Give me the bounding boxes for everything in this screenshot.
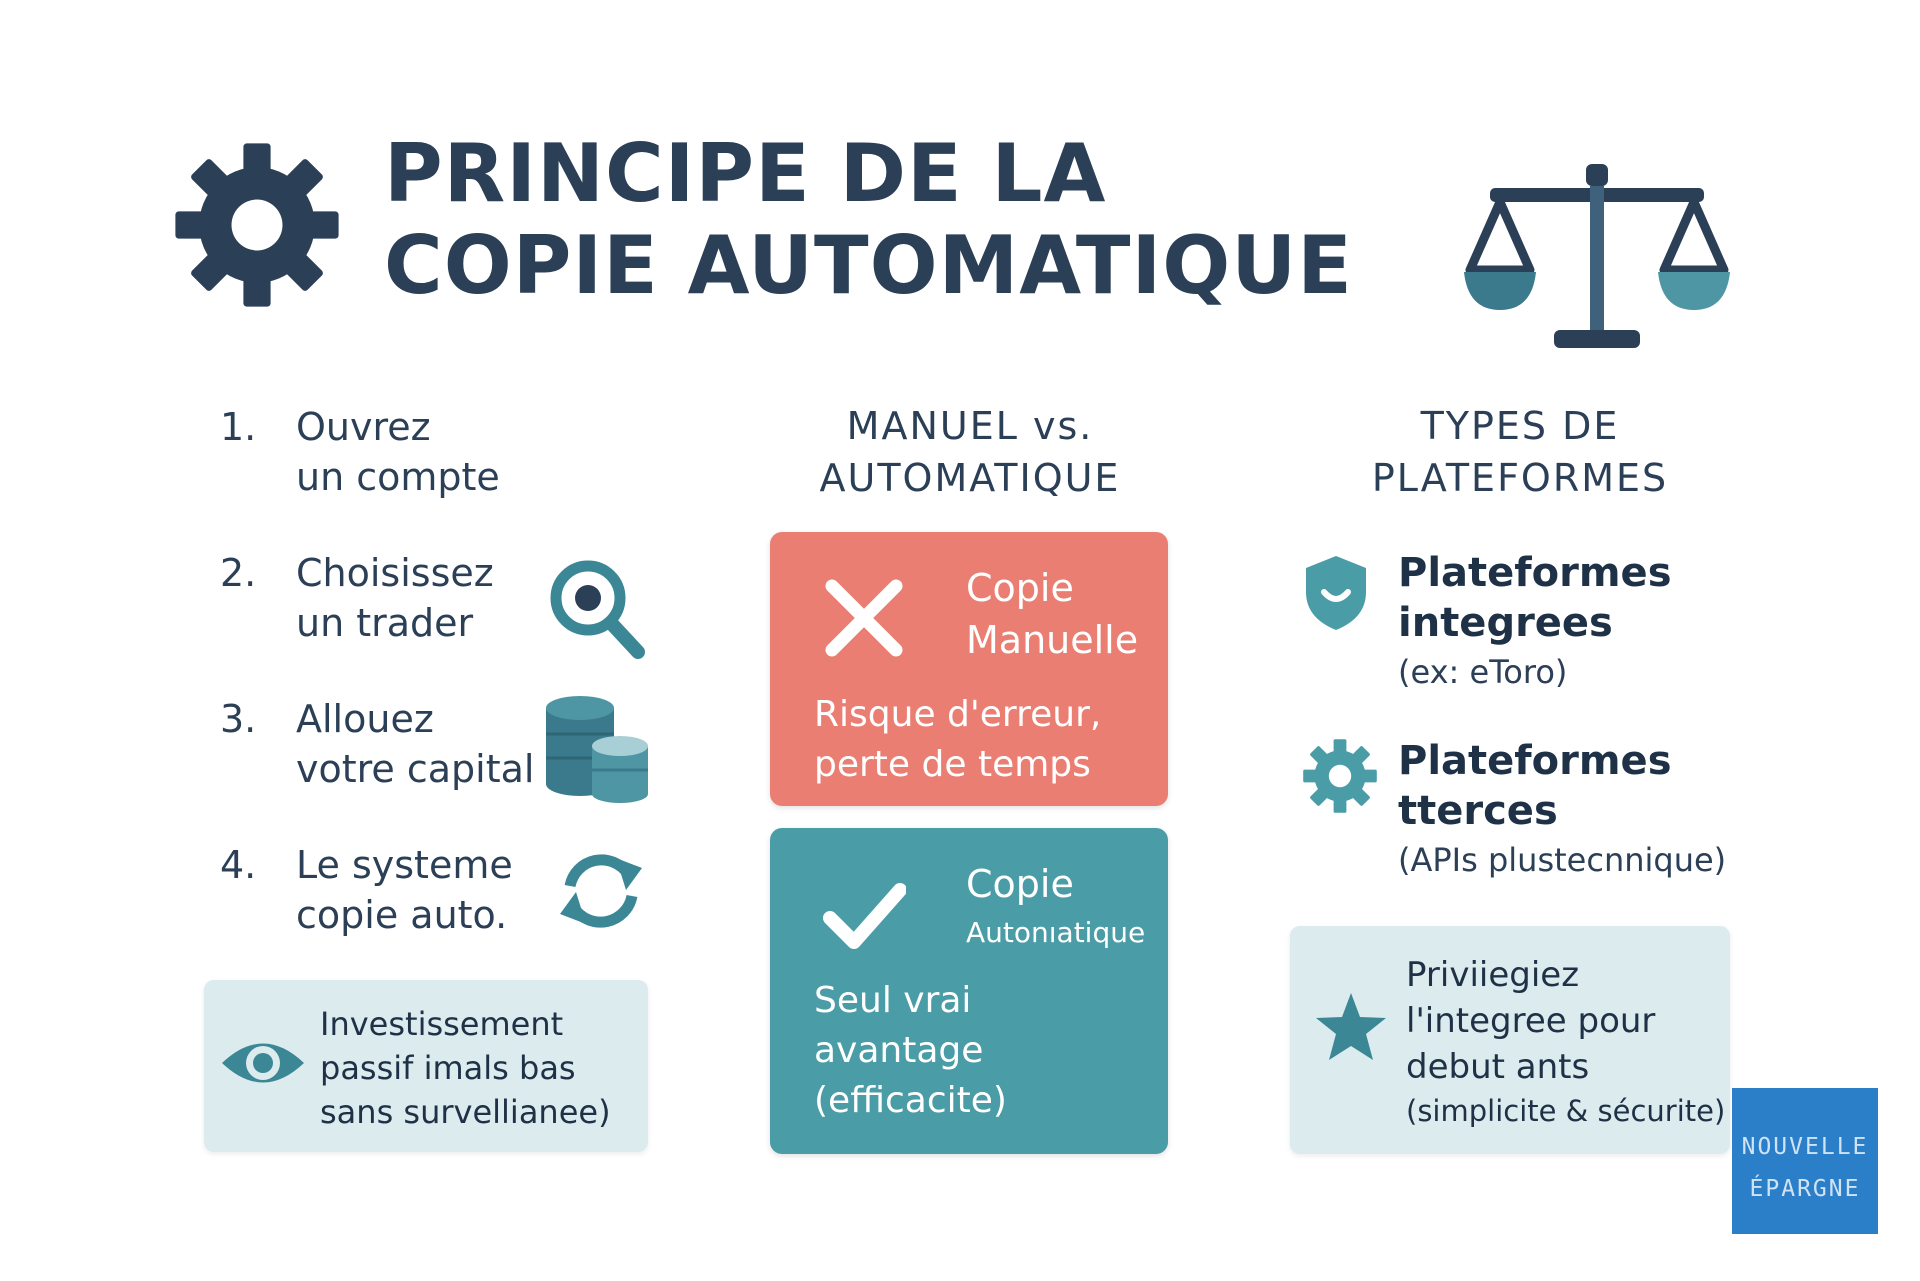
tip-line: debut ants	[1406, 1047, 1590, 1087]
card-desc-line: Seul vrai	[814, 980, 972, 1021]
check-icon	[822, 872, 907, 956]
card-description: Risque d'erreur, perte de temps	[814, 690, 1101, 790]
tip-line: Priviiegiez	[1406, 955, 1580, 995]
step-4: 4. Le systeme copie auto.	[220, 840, 513, 940]
platform-title-line: integrees	[1398, 600, 1613, 646]
page-title: PRINCIPE DE LA COPIE AUTOMATIQUE	[384, 128, 1353, 312]
step-line: un compte	[296, 455, 500, 499]
brand-logo: NOUVELLE ÉPARGNE	[1732, 1088, 1878, 1234]
card-title: Copie Autonıatique	[966, 858, 1145, 956]
brand-line-1: NOUVELLE	[1742, 1134, 1869, 1160]
auto-copy-card: Copie Autonıatique Seul vrai avantage (e…	[770, 828, 1168, 1154]
magnifier-icon	[546, 556, 646, 660]
card-title-line: Copie	[966, 862, 1074, 906]
heading-line: PLATEFORMES	[1371, 456, 1669, 500]
step-line: votre capital	[296, 747, 535, 791]
platform-title-line: tterces	[1398, 788, 1558, 834]
card-title-line: Manuelle	[966, 618, 1139, 662]
x-icon	[822, 576, 906, 660]
manual-copy-card: Copie Manuelle Risque d'erreur, perte de…	[770, 532, 1168, 806]
beginner-tip-note: Priviiegiez l'integree pour debut ants (…	[1290, 926, 1730, 1154]
card-desc-line: avantage	[814, 1030, 984, 1071]
step-3: 3. Allouez votre capital	[220, 694, 534, 794]
step-line: Allouez	[296, 697, 434, 741]
brand-line-2: ÉPARGNE	[1750, 1174, 1861, 1202]
gear-icon	[172, 140, 342, 310]
platform-subtitle: (ex: eToro)	[1398, 653, 1568, 691]
step-number: 4.	[220, 843, 257, 887]
step-2: 2. Choisissez un trader	[220, 548, 494, 648]
gear-icon	[1300, 736, 1380, 816]
platform-title: Plateformes integrees	[1398, 548, 1672, 648]
tip-line: (simplicite & sécurite)	[1406, 1094, 1726, 1128]
card-title-line: Copie	[966, 566, 1074, 610]
step-line: Ouvrez	[296, 405, 431, 449]
card-desc-line: perte de temps	[814, 744, 1091, 785]
step-line: copie auto.	[296, 893, 508, 937]
step-text: Allouez votre capital	[296, 694, 534, 794]
step-text: Ouvrez un compte	[296, 402, 500, 502]
step-number: 3.	[220, 697, 257, 741]
step-line: un trader	[296, 601, 474, 645]
note-line: sans survellianee)	[320, 1093, 611, 1131]
passive-note-text: Investissement passif imals bas sans sur…	[320, 1002, 611, 1134]
heading-line: AUTOMATIQUE	[819, 456, 1121, 500]
platform-title: Plateformes tterces	[1398, 736, 1672, 836]
tip-text: Priviiegiez l'integree pour debut ants (…	[1406, 952, 1725, 1132]
step-text: Le systeme copie auto.	[296, 840, 513, 940]
platform-title-line: Plateformes	[1398, 550, 1672, 596]
step-number: 1.	[220, 405, 257, 449]
step-text: Choisissez un trader	[296, 548, 494, 648]
platforms-heading: TYPES DE PLATEFORMES	[1300, 400, 1740, 504]
step-line: Le systeme	[296, 843, 513, 887]
card-title: Copie Manuelle	[966, 562, 1138, 666]
shield-icon	[1300, 552, 1372, 632]
platform-title-line: Plateformes	[1398, 738, 1672, 784]
refresh-icon	[556, 846, 646, 936]
comparison-heading: MANUEL vs. AUTOMATIQUE	[760, 400, 1180, 504]
eye-icon	[218, 1030, 308, 1096]
step-number: 2.	[220, 551, 257, 595]
card-desc-line: Risque d'erreur,	[814, 694, 1102, 735]
card-description: Seul vrai avantage (efficacite)	[814, 976, 1007, 1126]
heading-line: TYPES DE	[1420, 404, 1620, 448]
step-1: 1. Ouvrez un compte	[220, 402, 500, 502]
coins-icon	[542, 694, 652, 804]
title-line-1: PRINCIPE DE LA	[384, 127, 1107, 220]
tip-line: l'integree pour	[1406, 1001, 1656, 1041]
note-line: Investissement	[320, 1005, 564, 1043]
card-title-line: Autonıatique	[966, 916, 1146, 949]
heading-line: MANUEL vs.	[846, 404, 1094, 448]
note-line: passif imals bas	[320, 1049, 576, 1087]
card-desc-line: (efficacite)	[814, 1080, 1007, 1121]
step-line: Choisissez	[296, 551, 494, 595]
platform-subtitle: (APIs plustecnnique)	[1398, 841, 1727, 879]
title-line-2: COPIE AUTOMATIQUE	[384, 219, 1353, 312]
balance-scale-icon	[1462, 158, 1732, 358]
star-icon	[1314, 990, 1388, 1064]
passive-investment-note: Investissement passif imals bas sans sur…	[204, 980, 648, 1152]
